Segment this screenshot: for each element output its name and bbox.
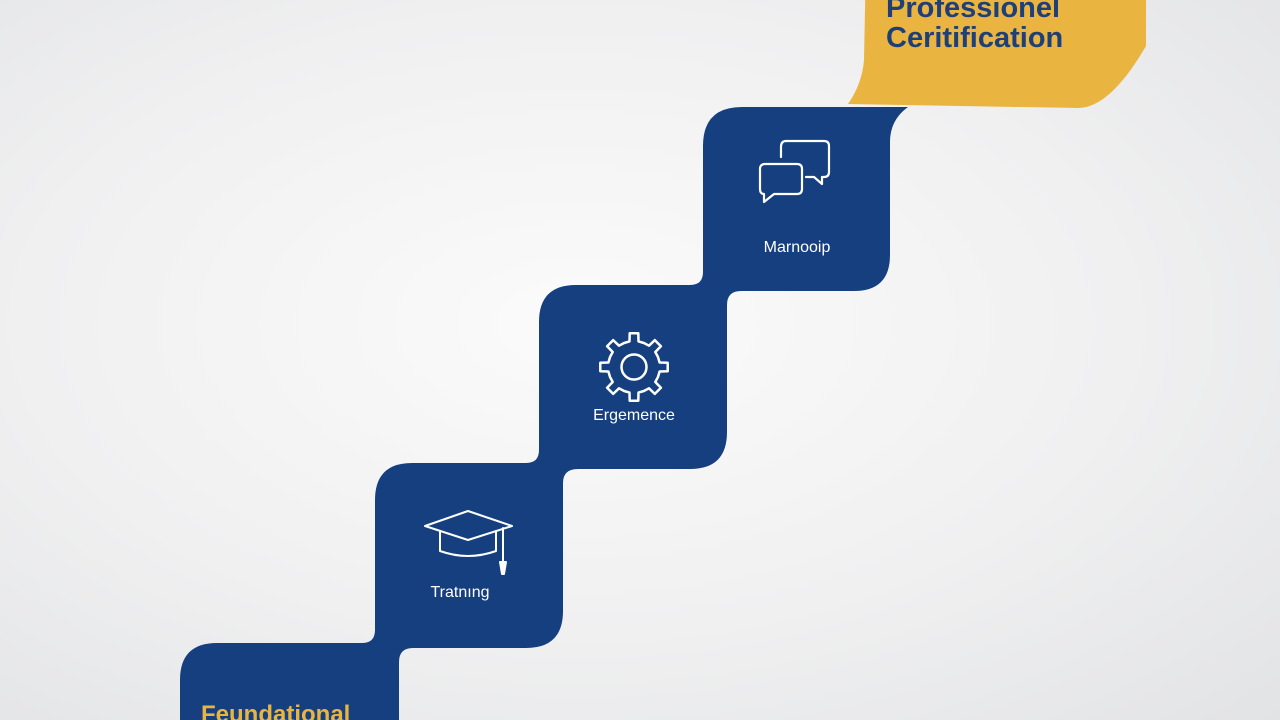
staircase-body: [180, 107, 908, 720]
step-professional-certification: [848, 0, 1146, 108]
chat-bubbles-icon: [758, 139, 831, 204]
gear-icon: [599, 332, 669, 402]
graduation-cap-icon: [424, 510, 513, 575]
step-label-line-2: Ceritification: [886, 22, 1064, 54]
step-label-mentorship: Marnooip: [763, 239, 831, 256]
step-label-training: Tratnıng: [430, 584, 490, 601]
step-label-foundational: Feundational: [201, 701, 351, 720]
step-label-line-1: Professionel: [886, 0, 1061, 24]
step-label-professional-certification: Professionel Ceritification: [886, 0, 1063, 53]
step-label-experience: Ergemence: [593, 407, 675, 424]
